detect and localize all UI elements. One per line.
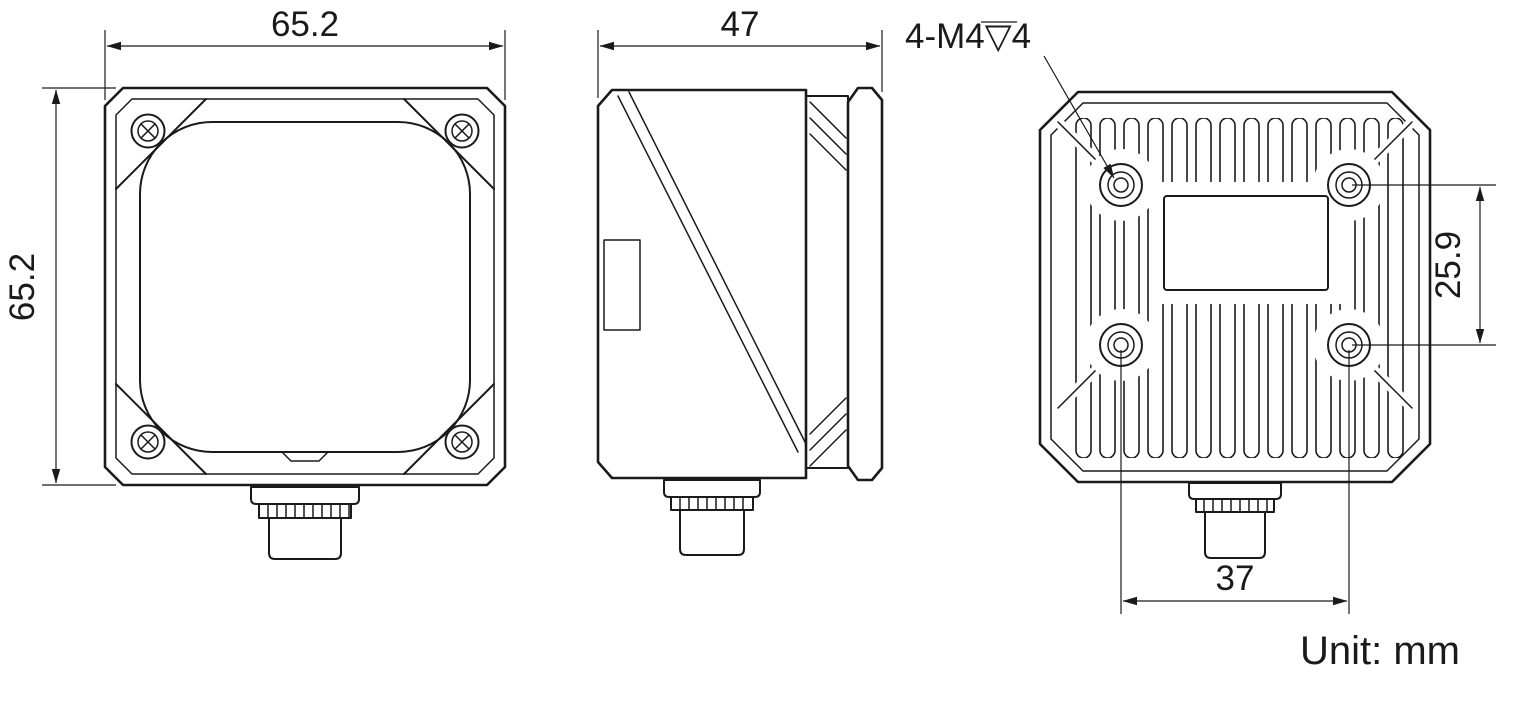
phillips-cross-icon (454, 123, 470, 139)
screw-outer-ring (130, 424, 166, 460)
thread-callout-text: 4-M4▽4 (905, 17, 1031, 56)
rear-outer-outline (1038, 90, 1432, 484)
screw-inner-ring (451, 120, 473, 142)
side-connector (663, 479, 761, 556)
unit-label: Unit: mm (1300, 629, 1460, 673)
hole-bore (1113, 177, 1129, 193)
screw-outer-ring (444, 424, 480, 460)
boss-clearance (1085, 149, 1157, 221)
front-inner-border (115, 98, 495, 475)
dim-depth: 47 (597, 5, 883, 98)
side-slot (603, 239, 641, 331)
side-fin-hatch-bottom (809, 397, 847, 467)
label-clearance (1150, 182, 1342, 304)
dim-hole-pitch-horizontal-text: 37 (1216, 559, 1255, 598)
extension-lines (1352, 184, 1496, 346)
rear-view (1038, 90, 1432, 559)
screw-outer-ring (130, 113, 166, 149)
rear-connector-plug (1204, 511, 1266, 559)
dim-front-width-text: 65.2 (271, 5, 339, 44)
screw-outer-ring (444, 113, 480, 149)
dim-front-height: 65.2 (3, 87, 116, 486)
screw-inner-ring (137, 431, 159, 453)
front-connector-plug (268, 517, 342, 560)
dim-hole-pitch-vertical: 25.9 (1352, 184, 1496, 346)
front-view (103, 86, 507, 560)
rear-connector-knurl (1195, 498, 1275, 513)
side-connector-knurl-ticks (679, 496, 744, 511)
front-screw-bottom-left (130, 424, 166, 460)
side-view (596, 86, 884, 556)
hole-thread-ring (1107, 171, 1135, 199)
hole-boss-ring (1099, 163, 1143, 207)
front-screw-top-right (444, 113, 480, 149)
front-outer-outline (103, 86, 507, 487)
rear-label-plate (1163, 195, 1329, 291)
rear-connector (1188, 482, 1282, 559)
front-connector (250, 486, 360, 560)
boss-clearance (1313, 309, 1385, 381)
rear-mount-hole-top-left (1099, 163, 1143, 207)
rear-inner-border (1050, 102, 1420, 472)
side-body-outline (596, 88, 808, 480)
side-rear-plate (846, 86, 884, 482)
front-window (139, 121, 471, 453)
dim-hole-pitch-vertical-text: 25.9 (1429, 231, 1468, 299)
front-connector-flange (250, 486, 360, 505)
rear-connector-flange (1188, 482, 1282, 500)
front-window-notch (281, 451, 329, 462)
extension-lines (597, 30, 883, 98)
extension-lines (1120, 350, 1350, 614)
side-connector-flange (663, 479, 761, 498)
extension-lines (42, 87, 116, 486)
dim-front-width: 65.2 (104, 5, 506, 100)
side-connector-knurl (670, 496, 754, 511)
front-corner-chamfer-lines (115, 98, 495, 475)
front-connector-knurl-ticks (267, 503, 350, 519)
dim-depth-text: 47 (721, 5, 760, 44)
phillips-cross-icon (140, 434, 156, 450)
thread-callout: 4-M4▽4 (905, 17, 1115, 179)
phillips-cross-icon (454, 434, 470, 450)
side-window-slant-lines (617, 91, 807, 453)
boss-clearance (1085, 309, 1157, 381)
front-screw-bottom-right (444, 424, 480, 460)
front-screw-top-left (130, 113, 166, 149)
side-connector-plug (679, 509, 745, 556)
rear-connector-knurl-ticks (1203, 498, 1268, 513)
screw-inner-ring (451, 431, 473, 453)
dim-hole-pitch-horizontal: 37 (1120, 350, 1350, 614)
front-connector-knurl (258, 503, 352, 519)
side-fin-hatch-top (809, 101, 847, 171)
screw-inner-ring (137, 120, 159, 142)
dim-front-height-text: 65.2 (3, 253, 42, 321)
phillips-cross-icon (140, 123, 156, 139)
leader-line (1043, 55, 1115, 179)
